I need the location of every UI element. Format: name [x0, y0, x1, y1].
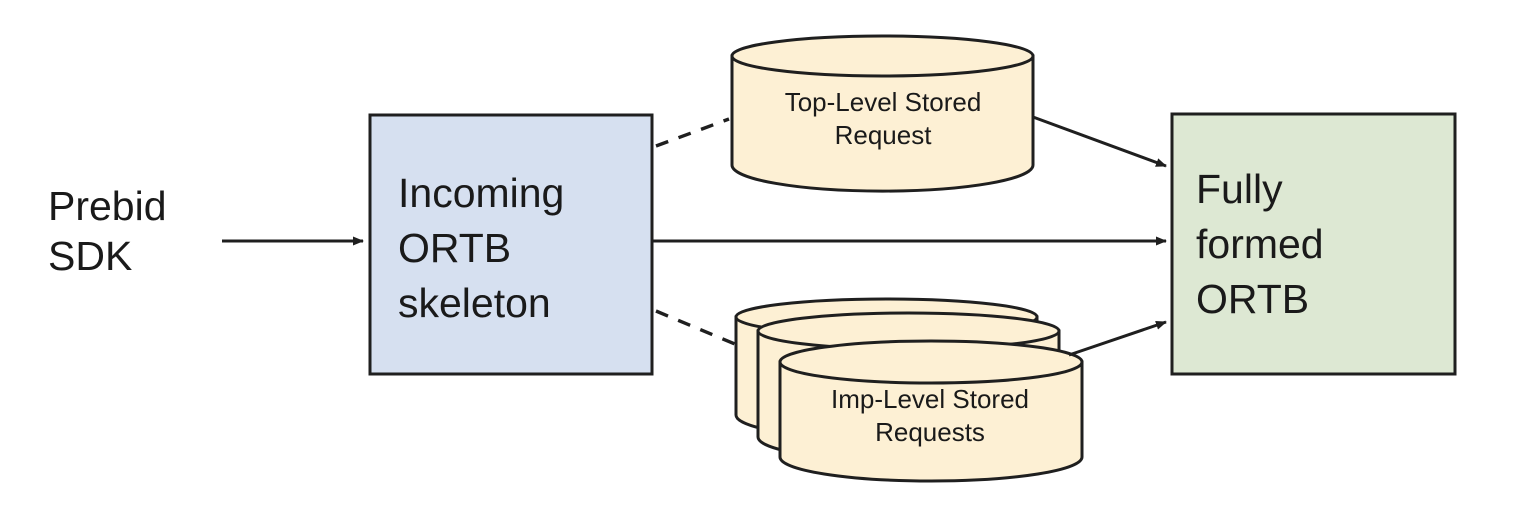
node-top-level-stored-request[interactable]: [730, 34, 1035, 193]
edge-skeleton-to-top-store: [655, 117, 730, 148]
imp-store-cylinder-front: [778, 339, 1084, 483]
edge-imp-store-to-ortb: [1068, 320, 1167, 357]
top-store-body: [730, 54, 1035, 193]
node-fully-formed-ortb[interactable]: [1170, 112, 1457, 376]
top-store-top-ellipse: [730, 34, 1035, 78]
node-imp-level-stored-requests[interactable]: [734, 297, 1084, 483]
edge-top-store-to-ortb: [1032, 115, 1167, 168]
node-incoming-ortb-skeleton[interactable]: [368, 113, 654, 376]
